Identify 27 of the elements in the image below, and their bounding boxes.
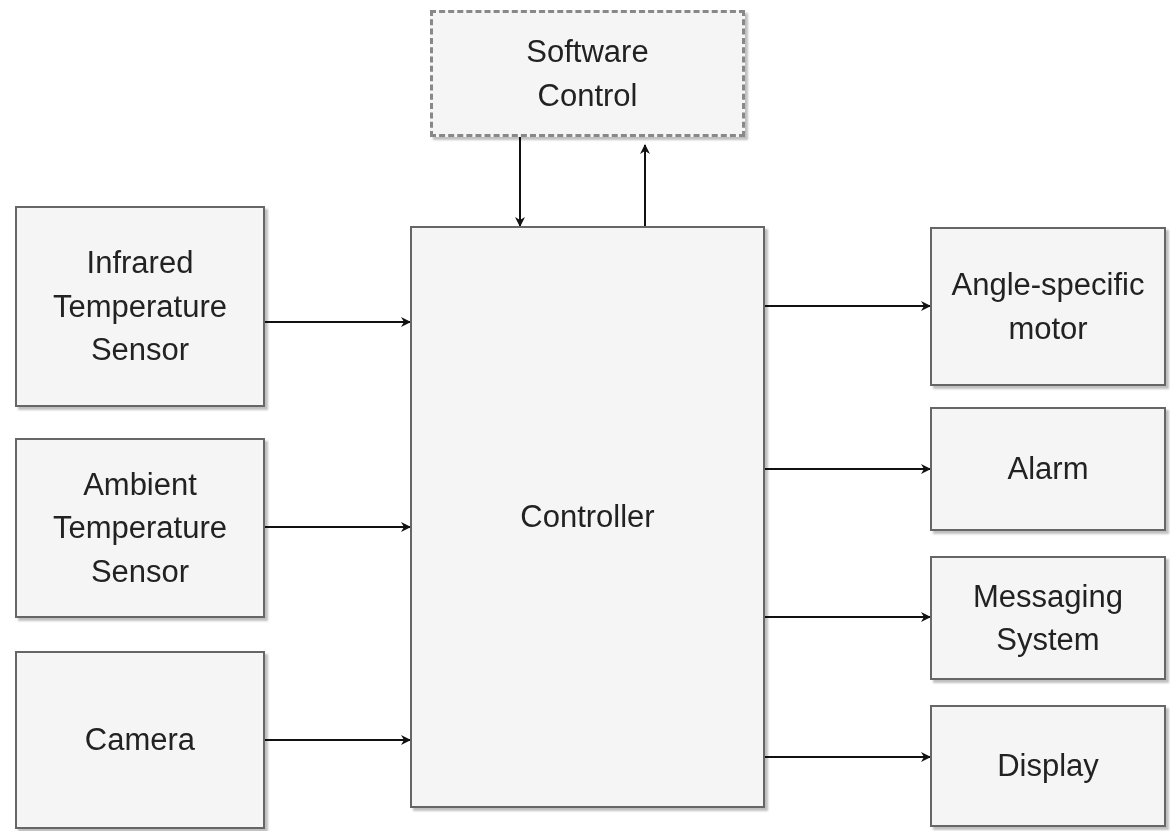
arrow — [764, 752, 931, 762]
node-label: Infrared Temperature Sensor — [52, 244, 228, 370]
node-label: Messaging System — [972, 577, 1124, 659]
arrow — [515, 136, 525, 227]
process-box — [930, 227, 1166, 386]
arrow — [264, 317, 411, 327]
process-box — [410, 226, 765, 808]
arrow — [264, 522, 411, 532]
process-box — [15, 206, 265, 407]
dashed-process-box — [430, 10, 745, 137]
arrow — [764, 612, 931, 622]
node-label: Angle-specific motor — [950, 266, 1146, 348]
node-label: Controller — [520, 498, 655, 537]
process-box — [930, 705, 1166, 827]
node-label: Software Control — [525, 33, 650, 115]
arrow — [264, 735, 411, 745]
node-label: Camera — [84, 721, 196, 760]
process-box — [15, 438, 265, 618]
arrow — [640, 144, 650, 227]
node-label: Ambient Temperature Sensor — [52, 465, 228, 591]
node-label: Display — [997, 747, 1099, 786]
arrow — [764, 301, 931, 311]
process-box — [930, 407, 1166, 531]
process-box — [15, 651, 265, 829]
process-box — [930, 556, 1166, 680]
arrow — [764, 464, 931, 474]
node-label: Alarm — [1007, 450, 1089, 489]
